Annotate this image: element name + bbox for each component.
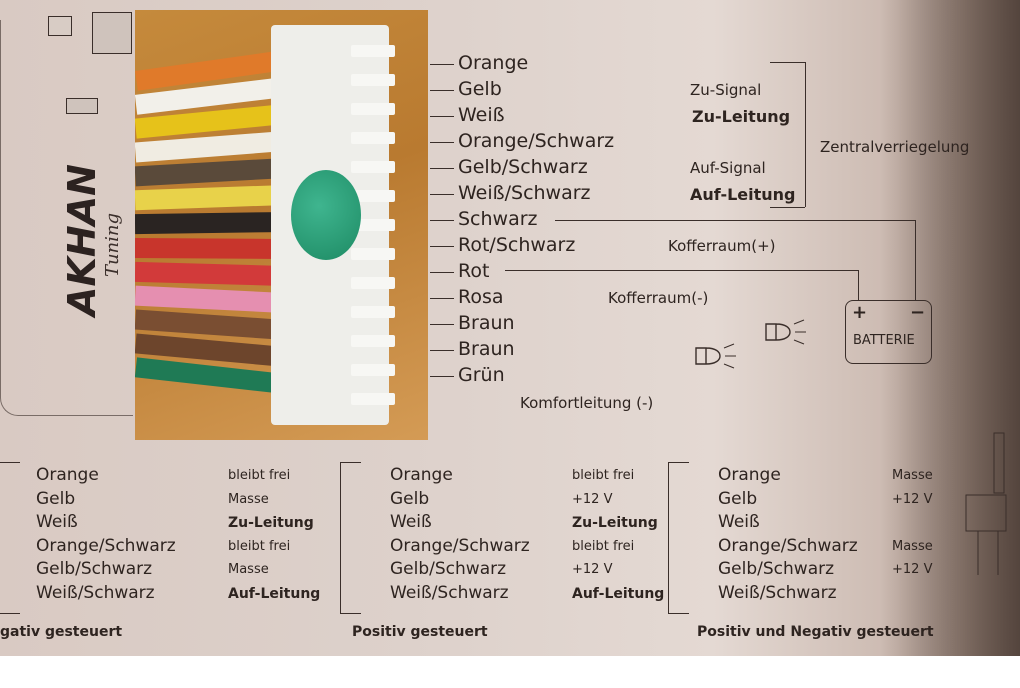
connector-pin bbox=[351, 306, 395, 318]
column-wire-value: bleibt frei bbox=[228, 538, 291, 554]
svg-text:Tuning: Tuning bbox=[102, 213, 123, 277]
column-wire-value: bleibt frei bbox=[228, 468, 291, 483]
wire-strand bbox=[135, 285, 286, 313]
wire-signal-label: Kofferraum(+) bbox=[668, 237, 776, 255]
column-wire-label: Gelb/Schwarz bbox=[390, 559, 507, 579]
wire-signal-label: Zu-Signal bbox=[690, 81, 762, 99]
column-wire-label: Orange bbox=[36, 465, 99, 485]
column-wire-value: Masse bbox=[228, 491, 269, 507]
shadow-area bbox=[880, 0, 1020, 656]
wire-color-label: Gelb bbox=[458, 78, 502, 100]
connector-pin bbox=[351, 190, 395, 202]
column-wire-label: Orange bbox=[390, 465, 453, 485]
column-wire-label: Orange/Schwarz bbox=[390, 535, 530, 556]
column-wire-value: Auf-Leitung bbox=[572, 585, 665, 602]
column-wire-label: Orange/Schwarz bbox=[36, 535, 176, 556]
column-wire-label: Gelb bbox=[718, 488, 758, 509]
device-outline bbox=[0, 20, 133, 416]
battery-label: BATTERIE bbox=[853, 333, 915, 348]
connector-pin bbox=[351, 74, 395, 86]
column-wire-label: Orange/Schwarz bbox=[718, 535, 858, 556]
connector-pin bbox=[351, 219, 395, 231]
column-wire-value: +12 V bbox=[572, 562, 613, 577]
wire-color-label: Rot bbox=[458, 260, 490, 282]
plug-connector bbox=[66, 98, 98, 114]
switch-icon bbox=[965, 432, 1007, 575]
wire-signal-label: Zu-Leitung bbox=[692, 107, 791, 126]
connector-pin bbox=[351, 335, 395, 347]
column-bracket bbox=[668, 462, 689, 614]
column-wire-value: Masse bbox=[892, 538, 933, 554]
wire-color-label: Schwarz bbox=[458, 208, 538, 230]
connector-pin bbox=[351, 248, 395, 260]
wire-color-label: Grün bbox=[458, 364, 505, 386]
column-bracket bbox=[0, 462, 20, 614]
wire-color-label: Orange/Schwarz bbox=[458, 130, 615, 152]
wire-color-label: Rot/Schwarz bbox=[458, 234, 576, 256]
column-wire-value: bleibt frei bbox=[572, 468, 635, 483]
column-wire-value: Zu-Leitung bbox=[572, 515, 658, 531]
small-terminal bbox=[48, 16, 72, 36]
battery-plus: + bbox=[852, 302, 868, 323]
connector-pin bbox=[351, 132, 395, 144]
wire-color-label: Orange bbox=[458, 52, 529, 74]
wire-strand bbox=[135, 185, 286, 211]
wire-signal-label: Auf-Leitung bbox=[690, 185, 796, 204]
wire-signal-label: Komfortleitung (-) bbox=[520, 394, 654, 412]
column-wire-value: +12 V bbox=[572, 491, 613, 507]
connector-pin bbox=[351, 103, 395, 115]
connector-pin bbox=[351, 161, 395, 173]
column-wire-label: Weiß bbox=[390, 512, 432, 532]
column-wire-label: Gelb/Schwarz bbox=[36, 559, 153, 579]
column-wire-label: Gelb/Schwarz bbox=[718, 559, 835, 579]
wire-color-label: Weiß/Schwarz bbox=[458, 182, 591, 204]
column-wire-value: Auf-Leitung bbox=[228, 585, 321, 602]
wire-color-label: Gelb/Schwarz bbox=[458, 156, 588, 178]
column-bracket bbox=[340, 462, 361, 614]
battery-minus: − bbox=[910, 302, 926, 323]
column-wire-label: Gelb bbox=[36, 488, 76, 509]
column-wire-value: bleibt frei bbox=[572, 538, 635, 554]
akhan-tuning-logo: AKHAN Tuning bbox=[60, 164, 123, 319]
column-wire-value: +12 V bbox=[892, 491, 933, 507]
column-caption: Positiv und Negativ gesteuert bbox=[697, 624, 934, 640]
column-wire-value: Masse bbox=[892, 468, 933, 483]
connector-pin bbox=[351, 393, 395, 405]
horn-icon bbox=[695, 343, 736, 369]
column-wire-label: Weiß bbox=[36, 512, 78, 532]
wire-signal-label: Kofferraum(-) bbox=[608, 289, 709, 307]
connector-seal bbox=[291, 170, 361, 260]
svg-text:AKHAN: AKHAN bbox=[60, 164, 104, 319]
connector-pin bbox=[351, 45, 395, 57]
column-wire-label: Weiß/Schwarz bbox=[36, 582, 155, 603]
wire-strand bbox=[135, 237, 286, 259]
wire-strand bbox=[135, 212, 286, 235]
column-wire-value: Zu-Leitung bbox=[228, 515, 314, 531]
column-wire-label: Weiß/Schwarz bbox=[718, 582, 837, 603]
wire-signal-label: Auf-Signal bbox=[690, 159, 766, 177]
connector-pin bbox=[351, 277, 395, 289]
terminal-block bbox=[92, 12, 132, 54]
column-wire-value: Masse bbox=[228, 562, 269, 577]
column-caption: gativ gesteuert bbox=[0, 624, 123, 640]
column-caption: Positiv gesteuert bbox=[352, 624, 488, 640]
wire-color-label: Rosa bbox=[458, 286, 504, 308]
column-wire-label: Orange bbox=[718, 465, 781, 485]
connector-photo bbox=[135, 10, 428, 440]
connector-pin bbox=[351, 364, 395, 376]
column-wire-label: Gelb bbox=[390, 488, 430, 509]
wire-strand bbox=[135, 158, 286, 187]
wire-color-label: Weiß bbox=[458, 104, 505, 126]
wire-color-label: Braun bbox=[458, 312, 515, 334]
wire-strand bbox=[135, 261, 286, 286]
group-label: Zentralverriegelung bbox=[820, 138, 970, 156]
column-wire-label: Weiß bbox=[718, 512, 760, 532]
column-wire-label: Weiß/Schwarz bbox=[390, 582, 509, 603]
column-wire-value: +12 V bbox=[892, 562, 933, 577]
wire-color-label: Braun bbox=[458, 338, 515, 360]
horn-icon bbox=[765, 319, 806, 345]
battery bbox=[845, 300, 932, 364]
